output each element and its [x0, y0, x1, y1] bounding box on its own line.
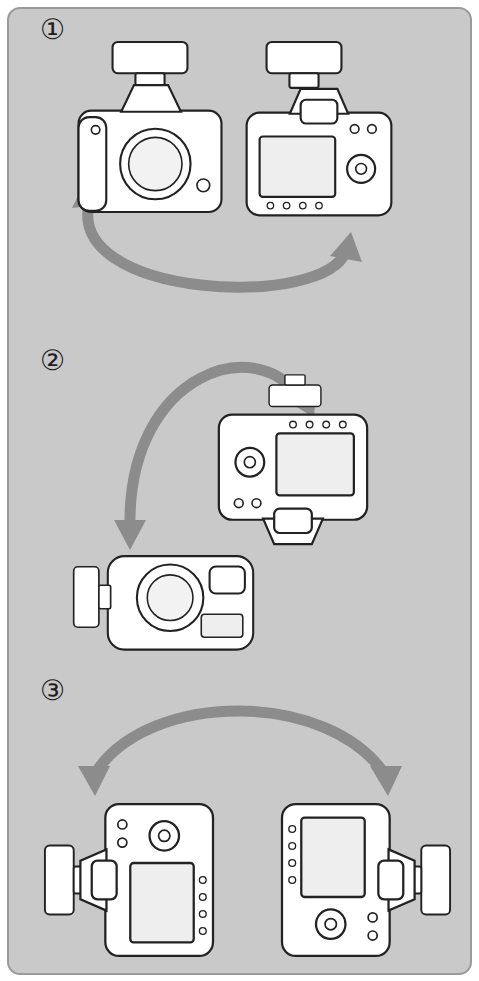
- step-3-illustration: [45, 711, 450, 956]
- rotation-arrow: [96, 711, 386, 776]
- step-1-illustration: [72, 42, 391, 287]
- callout-number: ①: [40, 16, 65, 44]
- arrow-head: [78, 766, 110, 796]
- arrow-head: [370, 766, 402, 796]
- callout-number: ②: [40, 347, 65, 375]
- camera-back: [219, 415, 367, 544]
- step-2-illustration: [74, 367, 367, 649]
- flash-side: [74, 567, 111, 627]
- flash-unit: [267, 42, 342, 88]
- camera-back: [247, 89, 392, 215]
- camera-bottom: [219, 375, 367, 544]
- arrow-head: [330, 232, 362, 262]
- camera-vertical: [45, 804, 213, 956]
- flash-unit: [113, 42, 188, 88]
- panel: [8, 8, 471, 974]
- camera-back: [282, 804, 415, 956]
- callout-number: ③: [40, 677, 65, 705]
- camera-front: [79, 85, 222, 212]
- arrow-head: [114, 520, 146, 550]
- flash-unit: [269, 375, 321, 407]
- flash-unit: [74, 567, 111, 627]
- camera-top: [108, 556, 253, 649]
- camera-back: [80, 804, 213, 956]
- camera-vertical: [282, 804, 450, 956]
